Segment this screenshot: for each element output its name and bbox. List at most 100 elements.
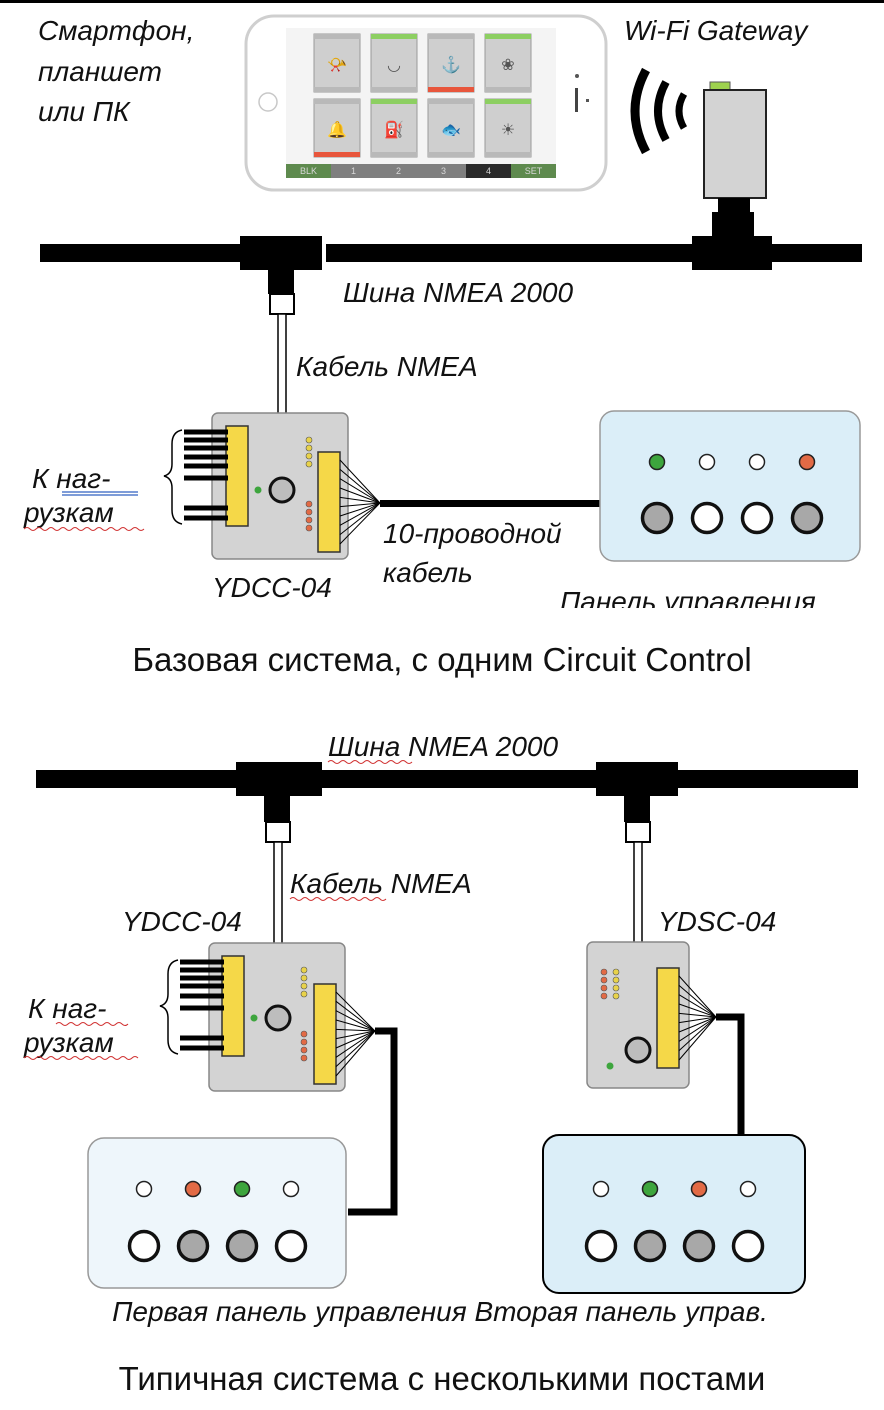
status-led <box>600 992 608 1000</box>
phone-tile[interactable]: ⛽ <box>370 98 418 158</box>
panel-led <box>184 1180 202 1198</box>
tab-3[interactable]: 3 <box>421 164 466 178</box>
panel-led <box>690 1180 708 1198</box>
panel-button[interactable] <box>731 1229 765 1263</box>
t-connector <box>236 762 322 796</box>
status-led <box>300 990 308 998</box>
controller1-label: YDCC-04 <box>122 906 242 937</box>
status-led <box>612 992 620 1000</box>
svg-text:4: 4 <box>486 166 491 176</box>
panels-caption: Первая панель управления Вторая панель у… <box>112 1296 768 1327</box>
tab-2[interactable]: 2 <box>376 164 421 178</box>
status-led <box>300 1030 308 1038</box>
phone-tile[interactable]: ❀ <box>484 33 532 93</box>
wifi-icon <box>630 67 688 155</box>
status-led <box>300 1038 308 1046</box>
status-led <box>300 966 308 974</box>
bulb-icon: ☀ <box>501 122 515 139</box>
panel-led <box>798 453 816 471</box>
panel-led <box>698 453 716 471</box>
top-caption: Базовая система, с одним Circuit Control <box>132 641 751 678</box>
second-control-panel <box>542 1134 806 1294</box>
panel-led <box>135 1180 153 1198</box>
status-led <box>612 984 620 992</box>
status-led <box>305 436 313 444</box>
phone-tile[interactable]: 🔔 <box>313 98 361 158</box>
svg-text:Панель управления: Панель управления <box>560 586 816 617</box>
svg-text:К наг-: К наг- <box>32 463 110 494</box>
svg-text:SET: SET <box>525 166 543 176</box>
status-led <box>305 516 313 524</box>
panel-button[interactable] <box>127 1229 161 1263</box>
status-led <box>612 968 620 976</box>
svg-text:рузкам: рузкам <box>23 1027 114 1058</box>
panel-led <box>648 453 666 471</box>
svg-text:1: 1 <box>351 166 356 176</box>
tab-set[interactable]: SET <box>511 164 556 178</box>
status-led <box>612 976 620 984</box>
panel-button[interactable] <box>690 501 724 535</box>
status-led <box>300 1054 308 1062</box>
control-panel <box>599 410 861 562</box>
ydcc-module <box>208 942 346 1092</box>
panel-led <box>282 1180 300 1198</box>
phone-tile[interactable]: 📯 <box>313 33 361 93</box>
ribbon-fan <box>678 975 717 1061</box>
status-led <box>305 444 313 452</box>
nmea-bus-bottom <box>36 762 858 822</box>
svg-text:рузкам: рузкам <box>23 497 114 528</box>
device-label: Смартфон, планшет или ПК <box>38 15 194 127</box>
svg-text:BLK: BLK <box>300 166 317 176</box>
fuel-pump-icon: ⛽ <box>384 120 404 139</box>
nmea-bus-top <box>40 236 862 294</box>
svg-text:2: 2 <box>396 166 401 176</box>
svg-text:Шина NMEA 2000: Шина NMEA 2000 <box>328 731 558 762</box>
panel-button[interactable] <box>225 1229 259 1263</box>
panel-led <box>233 1180 251 1198</box>
ten-wire-cable <box>380 500 602 507</box>
panel-button[interactable] <box>584 1229 618 1263</box>
phone-tile[interactable]: ☀ <box>484 98 532 158</box>
status-led <box>305 452 313 460</box>
gateway-label: Wi-Fi Gateway <box>624 15 809 46</box>
panel-button[interactable] <box>176 1229 210 1263</box>
first-control-panel <box>87 1137 347 1289</box>
tab-blk[interactable]: BLK <box>286 164 331 178</box>
panel-button[interactable] <box>790 501 824 535</box>
phone-tile[interactable]: ◡ <box>370 33 418 93</box>
t-connector <box>692 236 772 270</box>
tab-4[interactable]: 4 <box>466 164 511 178</box>
load-wires <box>184 429 228 521</box>
home-button-icon <box>258 92 278 112</box>
panel-button[interactable] <box>682 1229 716 1263</box>
bell-icon: 🔔 <box>327 121 347 139</box>
status-led <box>305 460 313 468</box>
panel-led <box>592 1180 610 1198</box>
t-connector <box>240 236 322 270</box>
bowl-icon: ◡ <box>387 57 401 74</box>
ten-wire-cable <box>348 1027 398 1216</box>
t-connector <box>596 762 678 796</box>
svg-text:3: 3 <box>441 166 446 176</box>
svg-text:планшет: планшет <box>38 56 162 87</box>
horn-icon: 📯 <box>327 57 347 74</box>
panel-button[interactable] <box>740 501 774 535</box>
ydsc-module <box>586 941 690 1089</box>
controller2-label: YDSC-04 <box>658 906 776 937</box>
panel-button[interactable] <box>274 1229 308 1263</box>
fan-icon: ❀ <box>501 57 514 74</box>
status-led <box>600 968 608 976</box>
ten-wire-cable <box>716 1013 745 1138</box>
ribbon-fan <box>339 459 381 545</box>
phone-tile[interactable]: 🐟 <box>427 98 475 158</box>
status-led <box>305 500 313 508</box>
nmea-cable-label: Кабель NMEA <box>289 868 472 901</box>
brace-icon <box>159 959 179 1055</box>
panel-button[interactable] <box>640 501 674 535</box>
phone-tile[interactable]: ⚓ <box>427 33 475 93</box>
panel-button[interactable] <box>633 1229 667 1263</box>
tab-1[interactable]: 1 <box>331 164 376 178</box>
load-label: К наг- рузкам <box>23 993 139 1060</box>
fish-icon: 🐟 <box>441 122 461 139</box>
